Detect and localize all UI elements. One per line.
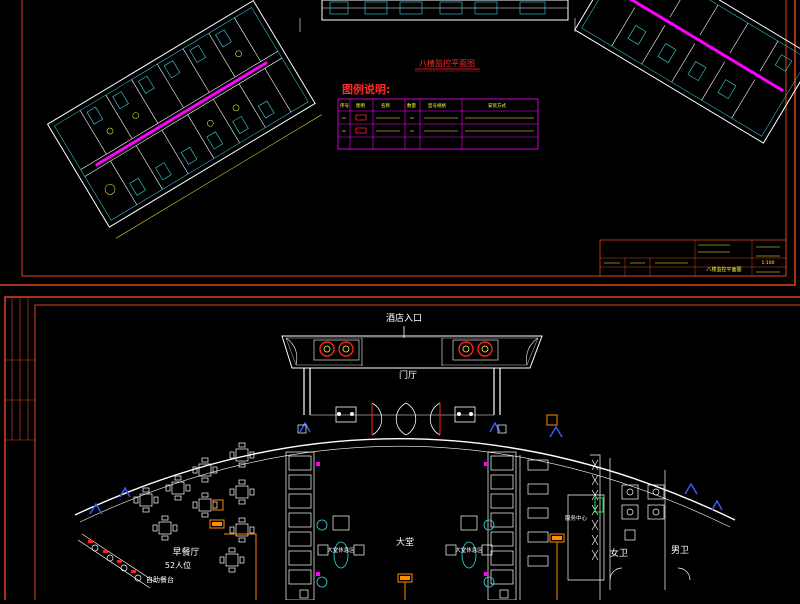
rest-area-left-label: 大堂休息区 bbox=[327, 546, 355, 554]
right-wing-plan bbox=[574, 0, 800, 144]
canopy-right-speakers-icon bbox=[452, 339, 499, 361]
breakfast-seats-label: 52人位 bbox=[165, 560, 191, 570]
legend-header-model: 型号规格 bbox=[428, 102, 446, 109]
breakfast-tables bbox=[133, 442, 255, 573]
buffet-label: 自助餐台 bbox=[146, 575, 174, 584]
rest-area-right bbox=[445, 515, 495, 588]
camera-icon bbox=[546, 414, 558, 426]
rest-area-right-label: 大堂休息区 bbox=[455, 546, 483, 554]
legend-table: 序号 图例 名称 数量 型号规格 安装方式 bbox=[337, 98, 539, 150]
legend-header-symbol: 图例 bbox=[356, 102, 365, 109]
buffet-counter bbox=[77, 533, 156, 589]
camera-symbol-icon bbox=[355, 114, 367, 121]
dome-camera-symbol-icon bbox=[355, 127, 367, 134]
top-sheet-inner-border bbox=[21, 0, 787, 277]
service-area bbox=[519, 454, 605, 600]
camera-tag-right bbox=[549, 533, 565, 600]
bottom-sheet: 酒店入口 bbox=[4, 296, 800, 601]
left-wing-plan bbox=[46, 0, 322, 239]
service-equipment-icon bbox=[594, 497, 604, 513]
service-center-label: 服务中心 bbox=[565, 514, 588, 522]
vestibule-label: 门厅 bbox=[399, 369, 417, 381]
legend-header-no: 序号 bbox=[340, 102, 349, 109]
vestibule-walls bbox=[303, 368, 501, 415]
right-corridor-shelving bbox=[487, 451, 517, 601]
top-sheet-outer-border bbox=[0, 0, 796, 286]
corridor-markers bbox=[316, 462, 488, 576]
title-block-sheet-name: 八楼监控平面图 bbox=[706, 266, 741, 273]
legend-title: 图例说明: bbox=[342, 82, 390, 96]
legend-header-name: 名称 bbox=[381, 102, 390, 109]
rest-area-left bbox=[316, 515, 365, 588]
entrance-label: 酒店入口 bbox=[386, 312, 422, 324]
breakfast-room-label: 早餐厅 bbox=[172, 546, 199, 558]
center-core-plan bbox=[299, 0, 576, 32]
canopy-left-speakers-icon bbox=[313, 339, 360, 361]
mens-restroom-label: 男卫 bbox=[671, 545, 689, 556]
buffet-equipment bbox=[88, 540, 136, 573]
camera-icon bbox=[212, 499, 224, 511]
legend-header-install: 安装方式 bbox=[488, 102, 506, 109]
entrance-canopy bbox=[281, 335, 543, 369]
bottom-sheet-inner-border bbox=[34, 304, 800, 600]
camera-tag-left bbox=[209, 519, 257, 600]
entrance-doors bbox=[310, 402, 494, 436]
plant-pots bbox=[297, 424, 509, 599]
title-block-scale: 1:100 bbox=[762, 260, 775, 266]
plan-title: 八楼监控平面图 bbox=[419, 58, 475, 68]
top-sheet: 八楼监控平面图 图例说明: 序号 图例 名称 数量 型号规格 安装方式 bbox=[0, 0, 800, 286]
restrooms bbox=[609, 458, 691, 590]
left-corridor-shelving bbox=[285, 451, 315, 601]
bottom-sheet-outer-border bbox=[4, 296, 800, 600]
womens-restroom-label: 女卫 bbox=[610, 547, 628, 559]
camera-tag-center bbox=[397, 573, 413, 600]
revision-strip bbox=[5, 297, 35, 441]
facade-glazing bbox=[89, 421, 723, 515]
camera-icons bbox=[212, 414, 558, 511]
lobby-label: 大堂 bbox=[396, 536, 414, 548]
left-wing-cable-run bbox=[94, 61, 268, 167]
curved-facade bbox=[74, 438, 736, 521]
legend-header-qty: 数量 bbox=[407, 102, 416, 109]
right-wing-cable-run bbox=[610, 0, 784, 93]
title-block: 八楼监控平面图 1:100 bbox=[599, 239, 787, 277]
